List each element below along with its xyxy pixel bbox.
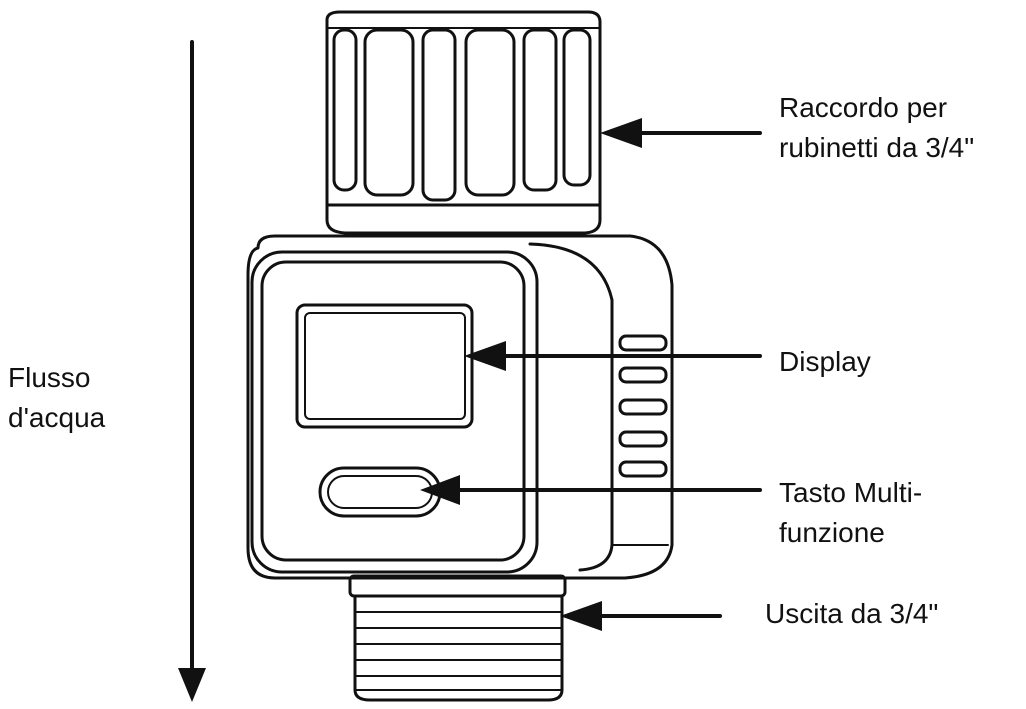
leader-arrow-display [464, 341, 762, 371]
leader-arrow-outlet [560, 601, 722, 631]
inlet-fitting-label: Raccordo per rubinetti da 3/4" [779, 88, 974, 168]
display-label-line-1: Display [779, 346, 871, 377]
outlet-label-line-1: Uscita da 3/4" [765, 598, 939, 629]
display-window [295, 303, 474, 429]
leader-arrow-button [420, 475, 762, 505]
water-flow-label: Flusso d'acqua [8, 358, 105, 438]
side-vents [618, 334, 668, 478]
multifunction-button-label: Tasto Multi- funzione [779, 473, 922, 553]
leader-arrow-fitting [600, 118, 762, 148]
display-label: Display [779, 342, 871, 382]
outlet-label: Uscita da 3/4" [765, 594, 938, 634]
multifunction-button-label-line-1: Tasto Multi- [779, 477, 923, 508]
threaded-outlet [348, 574, 567, 702]
inlet-fitting-label-line-1: Raccordo per [779, 92, 948, 123]
meter-housing [246, 234, 674, 580]
water-flow-label-line-1: Flusso [8, 362, 91, 393]
inlet-fitting-nut [325, 10, 602, 235]
water-flow-label-line-2: d'acqua [8, 402, 106, 433]
flow-arrow [178, 40, 206, 702]
multifunction-button-label-line-2: funzione [779, 517, 885, 548]
inlet-fitting-label-line-2: rubinetti da 3/4" [779, 132, 975, 163]
